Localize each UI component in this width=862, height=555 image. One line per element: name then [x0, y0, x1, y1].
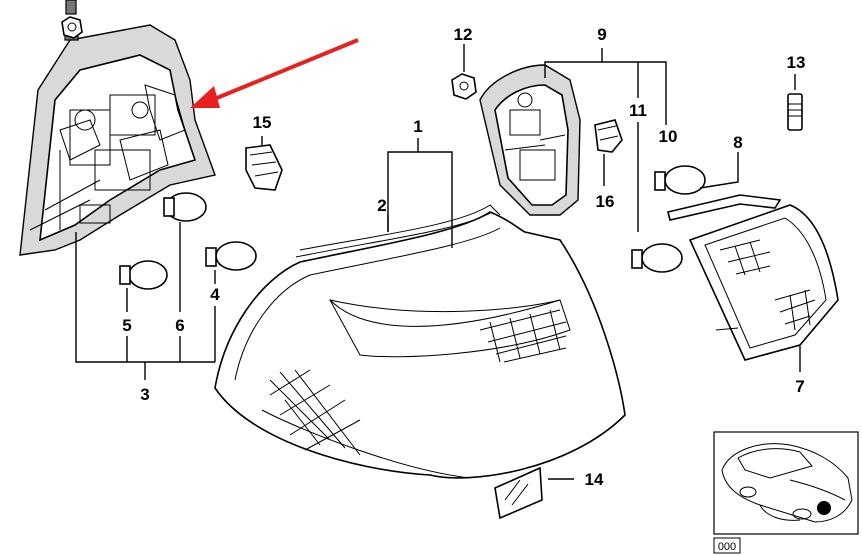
callout-14: 14 [585, 470, 604, 489]
socket-16 [594, 119, 623, 186]
inner-bulb-carrier-9 [479, 64, 581, 216]
inner-lamp-7 [688, 204, 839, 372]
bulb-4 [205, 241, 257, 271]
label-14 [494, 466, 574, 520]
callout-4: 4 [210, 285, 220, 304]
bulb-6 [163, 192, 207, 222]
callout-11: 11 [629, 101, 647, 120]
callout-12: 12 [454, 25, 473, 44]
pin-13 [787, 74, 803, 131]
callout-6: 6 [175, 316, 184, 335]
nut-top [61, 0, 83, 39]
callout-15: 15 [253, 113, 272, 132]
bulb-10 [654, 165, 706, 195]
callout-5: 5 [122, 316, 131, 335]
socket-connector-15 [245, 136, 283, 191]
callout-10: 10 [659, 127, 678, 146]
callout-7: 7 [795, 377, 804, 396]
bulb-5 [119, 260, 168, 290]
tail-light-main [214, 211, 626, 479]
bulb-carrier [19, 24, 216, 256]
callout-9: 9 [597, 25, 606, 44]
thumbnail-code: 000 [718, 541, 736, 553]
gasket-2 [295, 204, 501, 258]
callout-16: 16 [596, 192, 615, 211]
car-location-thumbnail: 000 [713, 431, 859, 554]
callout-1: 1 [413, 117, 422, 136]
pointer-arrow [190, 38, 359, 108]
leader-lines-9 [544, 48, 667, 232]
location-marker [817, 501, 831, 515]
callout-3: 3 [140, 385, 149, 404]
seal-strip-8 [667, 152, 782, 221]
leader-lines-1-2 [387, 138, 453, 248]
bulb-11 [631, 243, 683, 273]
callout-8: 8 [733, 133, 742, 152]
nut-12 [451, 44, 477, 100]
callout-2: 2 [377, 196, 386, 215]
car-outline [721, 443, 853, 523]
callout-13: 13 [787, 53, 806, 72]
leader-lines-left [75, 222, 216, 380]
